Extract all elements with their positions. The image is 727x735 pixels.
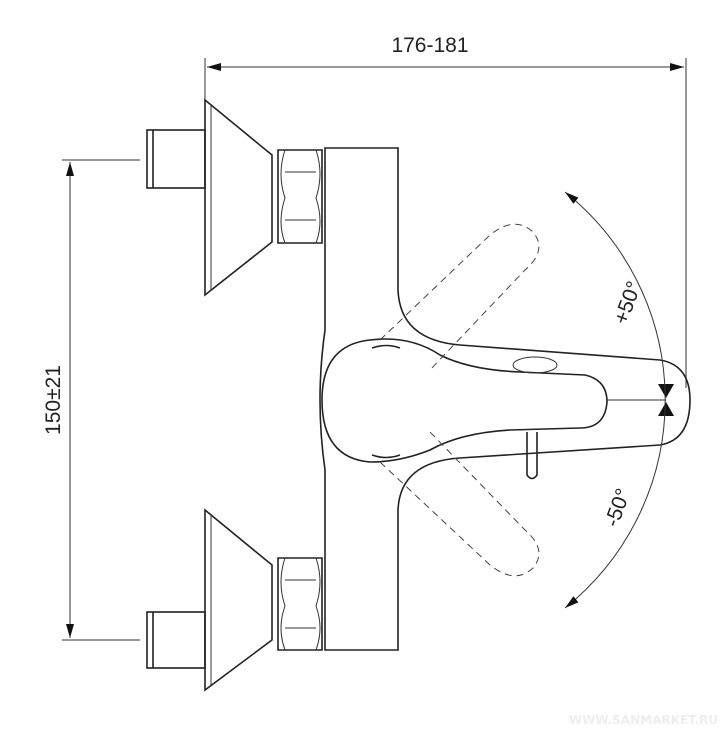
width-label: 176-181	[391, 34, 468, 57]
height-dimension: 150±21	[42, 159, 140, 641]
top-inlet	[146, 98, 323, 297]
watermark: WWW.SANMARKET.RU	[569, 713, 718, 727]
mixer-body	[319, 147, 691, 651]
rotated-handle-outlines	[379, 223, 540, 577]
height-label: 150±21	[42, 365, 65, 435]
bottom-inlet	[146, 508, 323, 692]
width-dimension: 176-181	[204, 34, 687, 388]
lever-handle	[321, 338, 674, 480]
minus-angle-label: -50°	[600, 486, 635, 530]
plus-angle-label: +50°	[610, 278, 647, 327]
